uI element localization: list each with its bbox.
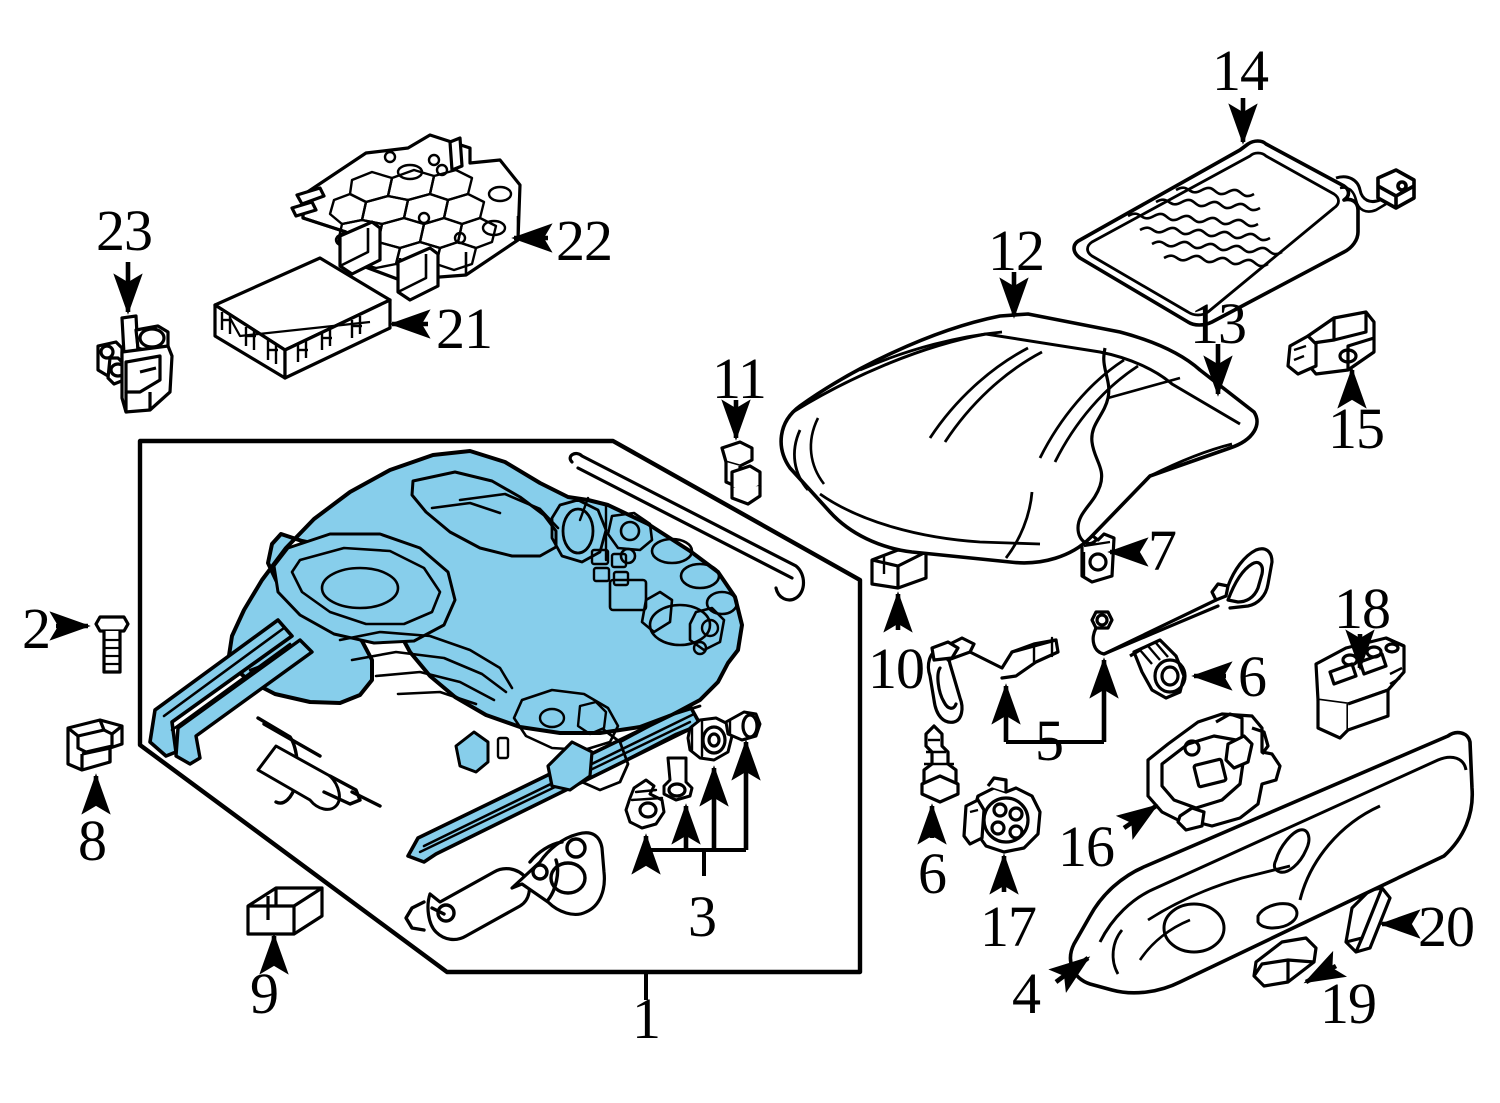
callout-1[interactable]: 1 [632, 986, 661, 1051]
seat-motor-bracket-assembly [404, 831, 606, 942]
seat-position-sensor-item-23 [96, 314, 174, 414]
rotary-adjuster-knob-item-17 [962, 776, 1042, 854]
callout-15[interactable]: 15 [1328, 396, 1385, 461]
trim-cap-oval-item-19 [1252, 936, 1318, 988]
callout-22[interactable]: 22 [556, 208, 613, 273]
lumbar-actuator-motor-item-16 [1146, 712, 1282, 832]
wedge-spacer-item-10 [870, 548, 928, 590]
occupant-sensor-mat-item-22 [290, 133, 522, 302]
callout-6a[interactable]: 6 [1238, 644, 1267, 709]
callout-8[interactable]: 8 [78, 808, 107, 873]
guide-block-item-9 [246, 886, 324, 936]
callout-2[interactable]: 2 [22, 596, 51, 661]
callout-14[interactable]: 14 [1212, 38, 1269, 103]
callout-5[interactable]: 5 [1035, 708, 1064, 773]
seat-motor-cylinder-left [256, 716, 382, 811]
callout-7[interactable]: 7 [1148, 518, 1177, 583]
callout-3[interactable]: 3 [688, 884, 717, 949]
bracket-clip-item-8 [66, 718, 124, 772]
fastener-set-item-3 [624, 710, 762, 830]
seat-cushion-item-12-13 [779, 312, 1259, 565]
seat-heater-element-item-14 [1072, 139, 1416, 327]
callout-20[interactable]: 20 [1418, 894, 1475, 959]
callout-21[interactable]: 21 [436, 296, 493, 361]
callout-16[interactable]: 16 [1058, 814, 1115, 879]
push-pin-retainer-item-6b [920, 724, 960, 804]
shoulder-bolt-item-2 [94, 615, 130, 674]
callout-10[interactable]: 10 [868, 636, 925, 701]
wire-hook-bracket [930, 640, 960, 662]
callout-12[interactable]: 12 [988, 218, 1045, 283]
callout-19[interactable]: 19 [1320, 971, 1377, 1036]
seat-frame-assembly-highlighted [148, 449, 744, 864]
callout-9[interactable]: 9 [250, 961, 279, 1026]
hex-flange-screw-item-6 [1129, 638, 1187, 700]
callout-11[interactable]: 11 [712, 346, 767, 411]
callout-4[interactable]: 4 [1012, 961, 1041, 1026]
double-hook-clip-item-11 [720, 440, 762, 506]
callout-pointers [49, 98, 1421, 1000]
seat-heater-relay-item-15 [1286, 310, 1376, 376]
callout-23[interactable]: 23 [96, 198, 153, 263]
callout-17[interactable]: 17 [980, 894, 1037, 959]
callout-18[interactable]: 18 [1334, 576, 1391, 641]
enclosure-outline-item-1 [137, 438, 863, 975]
seat-wire-rod-long [568, 451, 806, 602]
power-seat-switch-item-18 [1314, 636, 1406, 740]
callout-6b[interactable]: 6 [918, 841, 947, 906]
callout-13[interactable]: 13 [1190, 291, 1247, 356]
outer-seat-trim-cover-item-4 [1068, 730, 1475, 995]
seat-control-module-item-21 [213, 256, 392, 380]
wire-rod-set-item-5 [926, 547, 1274, 724]
